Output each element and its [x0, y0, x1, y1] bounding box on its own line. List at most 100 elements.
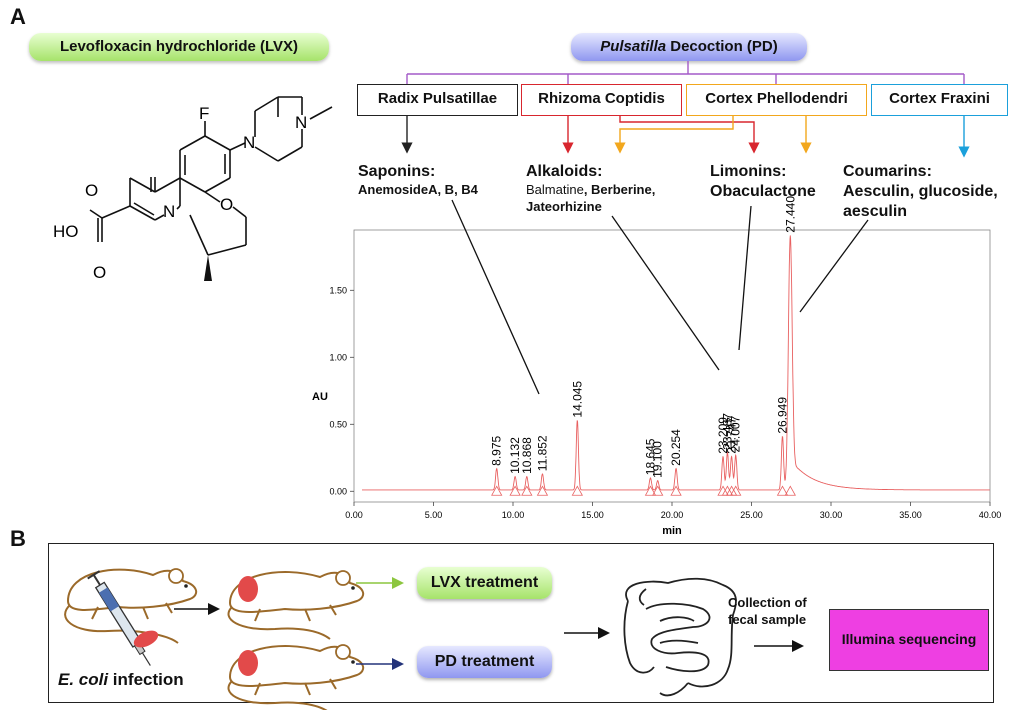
- pd-label-rest: Decoction (PD): [666, 38, 778, 55]
- alkaloids-title: Alkaloids:: [526, 163, 603, 180]
- fecal-collection-line2: fecal sample: [728, 612, 807, 627]
- pd-treatment-label: PD treatment: [417, 646, 552, 678]
- atom-f: F: [199, 104, 209, 123]
- peak-label: 19.100: [651, 441, 665, 478]
- saponins-title: Saponins:: [358, 163, 436, 180]
- arrow-coptidis-limonins: [619, 116, 760, 154]
- peak-label: 24.007: [729, 415, 743, 452]
- coumarins-compounds-line1: Aesculin, glucoside,: [843, 183, 998, 200]
- pd-label-italic: Pulsatilla: [600, 38, 667, 55]
- x-tick-label: 40.00: [979, 510, 1002, 520]
- peak-marker: [536, 485, 549, 496]
- coumarins-title: Coumarins:: [843, 163, 932, 180]
- peak-marker: [652, 485, 664, 496]
- ecoli-label-italic: E. coli: [58, 670, 109, 689]
- peak-label: 20.254: [669, 429, 683, 466]
- levofloxacin-structure: F N N O O N HO O: [53, 96, 333, 282]
- peak-label: 10.868: [520, 437, 534, 474]
- x-tick-label: 35.00: [899, 510, 922, 520]
- arrow-phellodendri-alkaloids: [614, 116, 734, 154]
- peak-marker: [644, 485, 657, 496]
- atom-o-ring: O: [220, 195, 233, 214]
- panel-b-illustration: [64, 568, 804, 710]
- compound-leader-lines: [451, 199, 869, 395]
- peak-marker: [670, 485, 682, 496]
- group-alkaloids: Alkaloids: Balmatine, Berberine, Jateorh…: [526, 162, 655, 215]
- peak-marker: [509, 485, 521, 496]
- peak-marker: [571, 485, 583, 496]
- panel-a-letter: A: [10, 4, 26, 29]
- atom-n-methyl: N: [295, 113, 307, 132]
- atom-ho: HO: [53, 222, 79, 241]
- illumina-sequencing-box: Illumina sequencing: [829, 609, 989, 671]
- leader-saponins: [451, 199, 540, 395]
- x-tick-label: 0.00: [345, 510, 363, 520]
- alkaloids-compound-berberine: , Berberine,: [583, 182, 656, 197]
- infected-mouse-icon: [64, 568, 198, 666]
- lvx-treatment-label: LVX treatment: [417, 567, 552, 599]
- panel-b-letter: B: [10, 526, 26, 551]
- peak-marker: [521, 485, 533, 496]
- y-tick-label: 1.00: [329, 352, 347, 362]
- atom-o-ketone: O: [85, 181, 98, 200]
- group-saponins: Saponins: AnemosideA, B, B4: [358, 162, 478, 198]
- peak-marker: [784, 485, 796, 496]
- alkaloids-compound-jateorhizine: Jateorhizine: [526, 199, 602, 214]
- alkaloids-compound-balmatine: Balmatine: [526, 182, 584, 197]
- mouse-icon-pd: [227, 644, 365, 710]
- atom-n-ring: N: [163, 202, 175, 221]
- y-tick-label: 0.50: [329, 419, 347, 429]
- peak-label: 8.975: [490, 435, 504, 465]
- peak-marker: [491, 485, 503, 496]
- peak-label: 23.487: [720, 413, 734, 450]
- peak-marker: [776, 485, 789, 496]
- herb-connectors: [401, 61, 970, 158]
- pd-label: Pulsatilla Decoction (PD): [571, 33, 807, 61]
- herb-rhizoma-coptidis: Rhizoma Coptidis: [521, 84, 682, 116]
- herb-radix-pulsatillae: Radix Pulsatillae: [357, 84, 518, 116]
- chromatogram: 0.00 5.00 10.00 15.00 20.00 25.00 30.00 35.00 40…: [312, 196, 1002, 537]
- peak-label: 23.747: [725, 417, 739, 454]
- fecal-collection-label: Collection of fecal sample: [728, 594, 807, 628]
- x-tick-label: 15.00: [581, 510, 604, 520]
- intestine-icon: [623, 577, 737, 697]
- peak-marker: [730, 485, 742, 496]
- peak-label: 18.645: [643, 438, 657, 475]
- panel-b-box: [48, 543, 994, 703]
- herb-cortex-fraxini: Cortex Fraxini: [871, 84, 1008, 116]
- x-tick-label: 20.00: [661, 510, 684, 520]
- peak-label: 10.132: [508, 437, 522, 474]
- leader-limonins: [738, 205, 752, 351]
- y-tick-label: 1.50: [329, 285, 347, 295]
- saponins-compounds: AnemosideA, B, B4: [358, 182, 478, 197]
- peak-label: 11.852: [535, 435, 549, 471]
- group-limonins: Limonins: Obaculactone: [710, 162, 816, 202]
- group-coumarins: Coumarins: Aesculin, glucoside, aesculin: [843, 162, 998, 222]
- herb-cortex-phellodendri: Cortex Phellodendri: [686, 84, 867, 116]
- x-tick-label: 25.00: [740, 510, 763, 520]
- x-tick-label: 30.00: [820, 510, 843, 520]
- y-tick-label: 0.00: [329, 486, 347, 496]
- ecoli-label-rest: infection: [108, 670, 184, 689]
- coumarins-compounds-line2: aesculin: [843, 203, 908, 220]
- pd-branch-lines: [406, 61, 965, 84]
- x-tick-label: 10.00: [502, 510, 525, 520]
- limonins-title: Limonins:: [710, 163, 787, 180]
- peak-label: 27.440: [783, 196, 797, 233]
- x-tick-label: 5.00: [425, 510, 443, 520]
- limonins-compounds: Obaculactone: [710, 183, 816, 200]
- peak-label: 14.045: [570, 381, 584, 418]
- peak-label: 23.209: [716, 417, 730, 454]
- leader-alkaloids: [611, 215, 720, 371]
- atom-o-acid: O: [93, 263, 106, 282]
- atom-n-piperazine: N: [243, 133, 255, 152]
- peak-label: 26.949: [775, 397, 789, 434]
- y-axis-label: AU: [312, 391, 328, 403]
- lvx-label: Levofloxacin hydrochloride (LVX): [29, 33, 329, 61]
- leader-coumarins: [799, 219, 869, 313]
- x-axis-label: min: [662, 525, 682, 537]
- mouse-icon-infected: [227, 570, 365, 640]
- fecal-collection-line1: Collection of: [728, 595, 807, 610]
- ecoli-infection-label: E. coli infection: [58, 670, 184, 690]
